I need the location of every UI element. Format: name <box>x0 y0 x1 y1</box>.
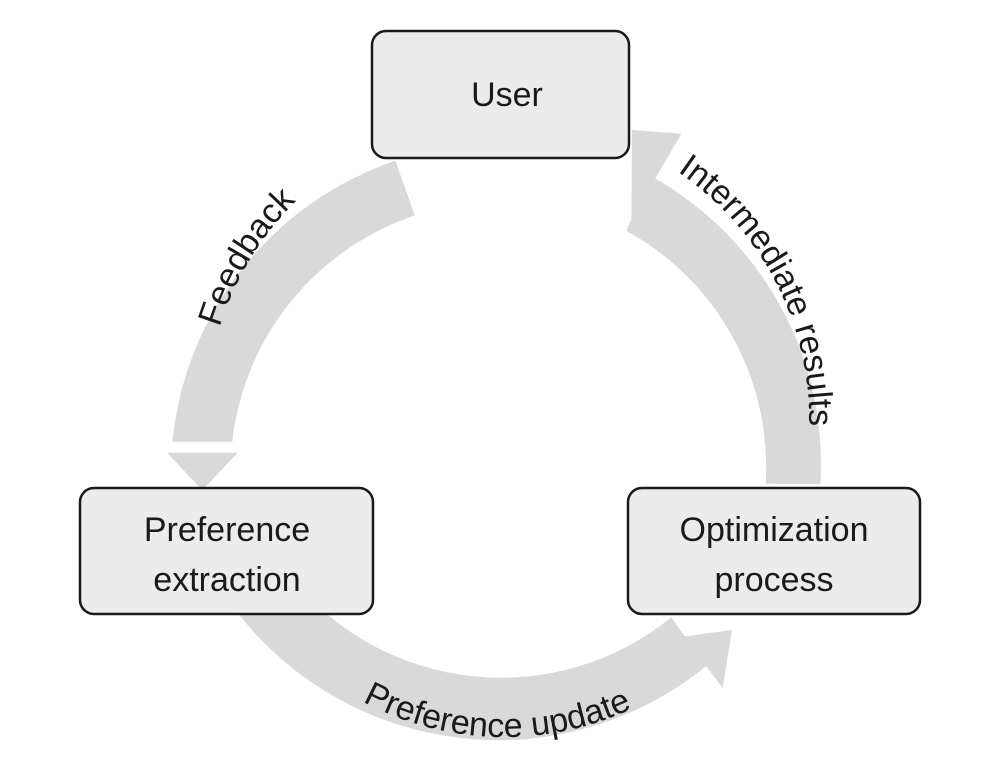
feedback-arrow-band <box>172 160 415 442</box>
preference-update-arrow-band <box>239 575 707 741</box>
intermediate-results-arrowhead <box>631 130 682 219</box>
preference-extraction-node: Preference extraction <box>78 486 375 616</box>
preference-update-arrowhead <box>683 630 732 688</box>
preference-update-arrow <box>239 575 732 741</box>
optimization-process-label-line1: Optimization <box>680 511 869 549</box>
feedback-arrowhead <box>167 452 238 490</box>
preference-extraction-label-line1: Preference <box>144 511 310 549</box>
optimization-process-node: Optimization process <box>626 486 922 616</box>
intermediate-results-arrow <box>626 130 821 485</box>
intermediate-results-arrow-band <box>626 175 821 485</box>
optimization-process-label-line2: process <box>714 561 833 599</box>
user-label: User <box>471 76 543 114</box>
user-box <box>370 29 631 160</box>
optimization-process-box <box>626 486 922 616</box>
user-node: User <box>370 29 631 160</box>
feedback-arrow <box>167 160 415 490</box>
preference-extraction-box <box>78 486 375 616</box>
preference-extraction-label-line2: extraction <box>153 561 300 599</box>
